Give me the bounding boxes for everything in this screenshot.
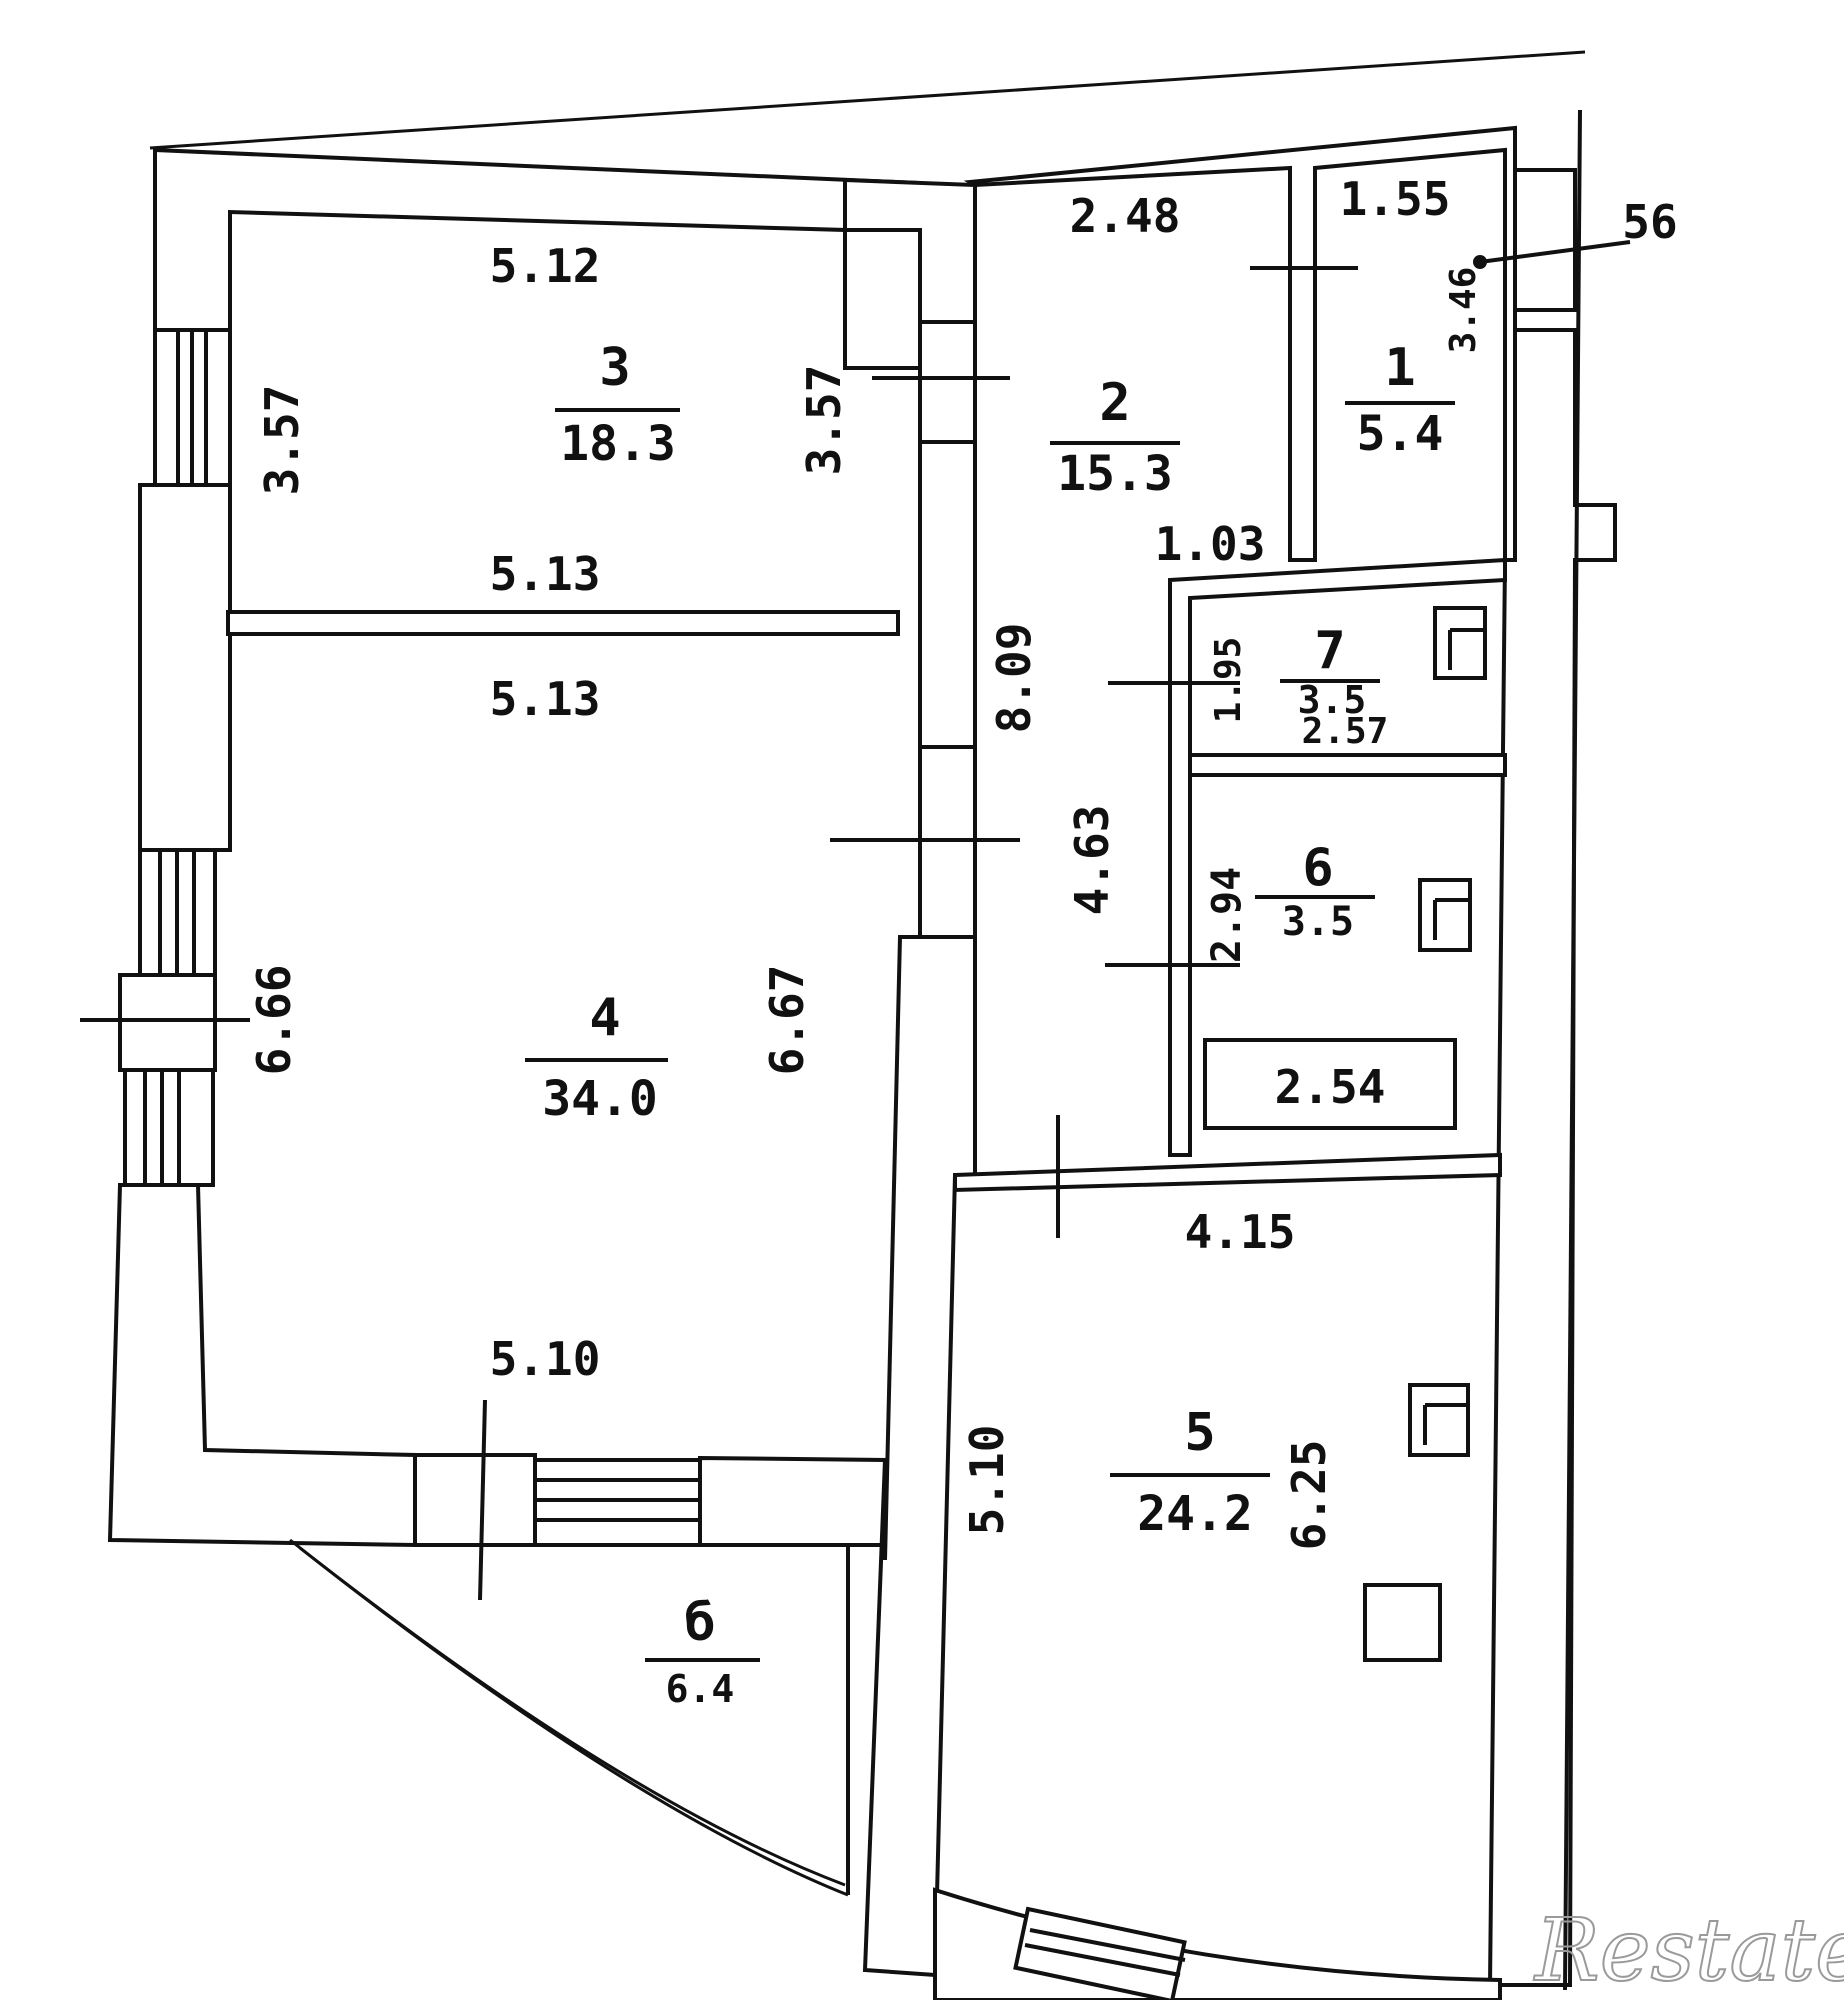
dim-8-09: 8.09: [987, 623, 1041, 734]
dim-2-94: 2.94: [1204, 867, 1250, 963]
room-4-number: 4: [589, 988, 620, 1048]
dim-6-25: 6.25: [1282, 1440, 1336, 1551]
dim-1-95: 1.95: [1208, 637, 1249, 724]
balcony-area: 6.4: [666, 1667, 735, 1711]
room-1-number: 1: [1384, 338, 1415, 398]
room-5-number: 5: [1184, 1403, 1215, 1463]
left-window-3: [123, 1068, 215, 1187]
fixtures: [1203, 606, 1487, 1662]
room-1-area: 5.4: [1357, 406, 1444, 462]
middle-door-gap-1: [918, 320, 977, 444]
left-wall-segment-1: [138, 483, 232, 852]
dim-56-leader: [1479, 240, 1631, 264]
site-edge-line: [149, 50, 1586, 150]
dim-6-67: 6.67: [760, 965, 814, 1076]
partition-3-4: [226, 610, 900, 636]
balcony-arc-outer: [289, 1538, 846, 1887]
dim-2-48: 2.48: [1070, 189, 1181, 243]
room-5-area: 24.2: [1137, 1486, 1253, 1542]
bottom-window: [533, 1458, 702, 1547]
middle-wall-lower: [862, 935, 977, 1978]
room-3-number: 3: [599, 338, 630, 398]
right-edge-line: [1563, 109, 1582, 1991]
left-wall-lower: [107, 1183, 417, 1548]
dim-56-dot: [1473, 255, 1487, 269]
walls-left-block: [80, 147, 922, 1601]
dim-5-13-a: 5.13: [490, 547, 601, 601]
dim-4-15: 4.15: [1185, 1205, 1296, 1259]
bathroom-outer-wall: [1168, 557, 1507, 1157]
room-6-number: 6: [1302, 838, 1333, 898]
dim-1-55: 1.55: [1340, 172, 1451, 226]
bottom-door-mark: [478, 1399, 487, 1601]
bottom-door-frame: [413, 1453, 537, 1547]
dim-4-63: 4.63: [1065, 805, 1119, 916]
balcony-arc-inner: [299, 1546, 849, 1897]
room-6-area: 3.5: [1282, 899, 1354, 945]
bottom-wall-right: [698, 1455, 887, 1547]
dim-56: 56: [1622, 195, 1677, 249]
room5-bottom-window: [1013, 1906, 1187, 2000]
room-2-area: 15.3: [1057, 446, 1173, 502]
toilet-7-icon: [1433, 606, 1487, 680]
balcony-number: б: [684, 1593, 715, 1653]
dim-5-10-bottom: 5.10: [490, 1332, 601, 1386]
partition-5: [953, 1152, 1502, 1193]
dim-1-03: 1.03: [1155, 517, 1266, 571]
dim-2-57: 2.57: [1302, 711, 1389, 752]
dim-2-54: 2.54: [1275, 1060, 1386, 1114]
sink-6-icon: [1418, 878, 1472, 952]
watermark-logo: Restate: [1533, 1901, 1844, 2000]
bathtub-icon: [1203, 1038, 1457, 1130]
dim-6-66: 6.66: [247, 965, 301, 1076]
dim-5-12: 5.12: [490, 239, 601, 293]
kitchen-sink-icon: [1408, 1383, 1470, 1457]
right-exterior-wall: [1487, 168, 1617, 1987]
room-4-area: 34.0: [542, 1071, 658, 1127]
room-7-number: 7: [1314, 621, 1345, 681]
room-2-number: 2: [1099, 373, 1130, 433]
stove-icon: [1363, 1583, 1442, 1662]
dim-3-57-left: 3.57: [255, 385, 309, 496]
left-door-notch: [118, 973, 217, 1072]
dim-5-13-b: 5.13: [490, 672, 601, 726]
walls-right-block: [933, 109, 1617, 2000]
room-3-area: 18.3: [560, 416, 676, 472]
partition-7-6: [1188, 753, 1507, 777]
room-7-area: 3.5: [1298, 678, 1367, 722]
dim-3-46: 3.46: [1443, 267, 1484, 354]
middle-wall-seg: [918, 440, 977, 749]
dim-3-57-right: 3.57: [797, 365, 851, 476]
dim-5-10-right: 5.10: [960, 1425, 1014, 1536]
